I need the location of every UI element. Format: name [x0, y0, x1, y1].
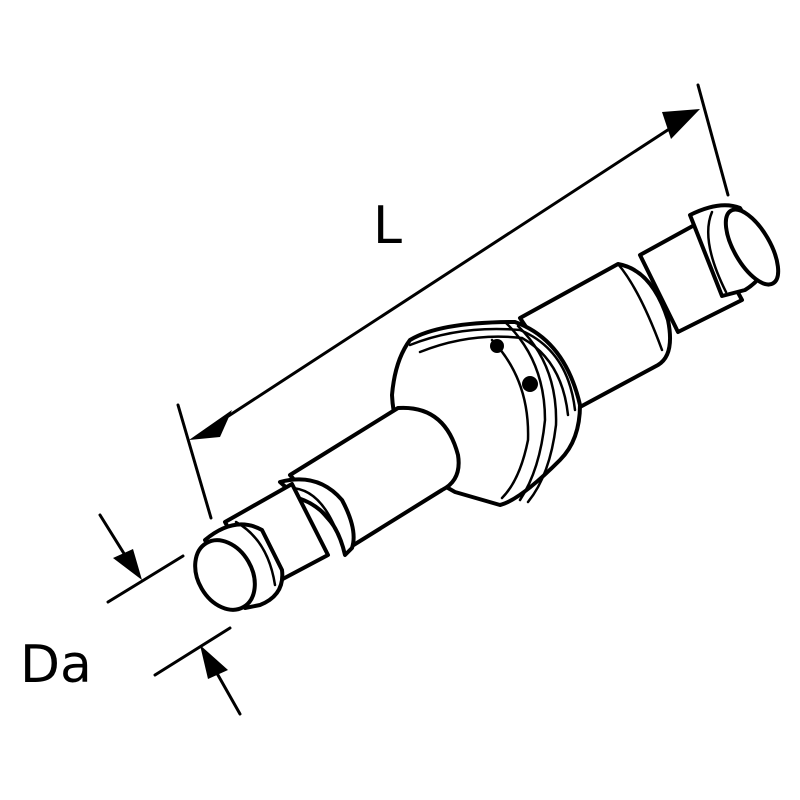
housing-rivet-bottom — [522, 376, 538, 392]
length-label: L — [373, 196, 402, 256]
left-hose-barb — [193, 482, 330, 612]
length-dimension: L — [176, 83, 730, 520]
length-arrow-left — [189, 410, 232, 440]
diameter-arrow-top — [113, 549, 142, 580]
valve-body — [193, 203, 781, 612]
diameter-extension-line-bottom — [153, 626, 232, 677]
right-hose-barb — [638, 203, 781, 334]
diameter-extension-line-top — [106, 554, 185, 604]
length-dimension-line — [208, 120, 682, 430]
length-extension-line-right — [696, 83, 730, 197]
diameter-arrow-bottom — [200, 645, 228, 679]
left-shoulder — [278, 405, 461, 557]
length-extension-line-left — [176, 403, 213, 520]
length-arrow-right — [662, 109, 700, 139]
diameter-leader-top — [98, 513, 130, 562]
diameter-dimension: Da — [20, 513, 242, 716]
diameter-leader-bottom — [212, 666, 242, 716]
diameter-label: Da — [20, 635, 92, 695]
housing-rivet-top — [490, 339, 504, 353]
